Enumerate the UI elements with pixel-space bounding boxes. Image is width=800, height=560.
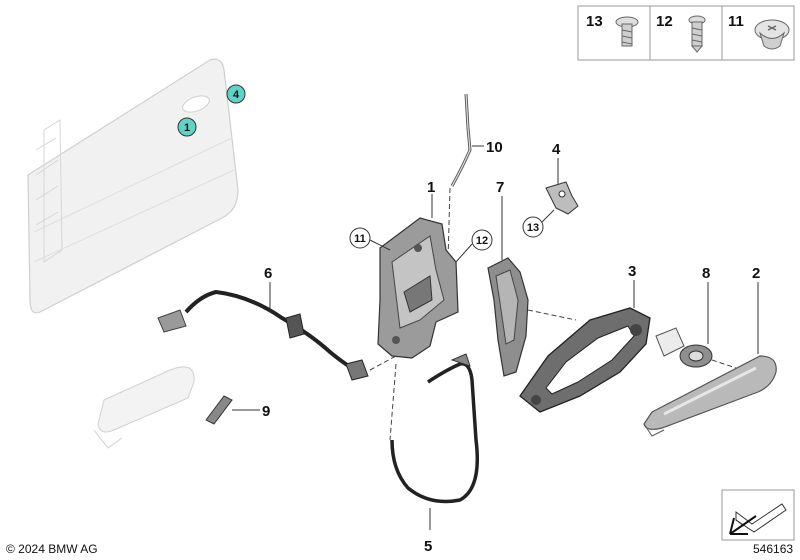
callout-8: 8 (702, 265, 710, 282)
bracket-callout-13: 13 (522, 209, 555, 238)
arrow-icon (729, 515, 757, 535)
document-id: 546163 (753, 542, 793, 556)
callout-9: 9 (262, 403, 270, 420)
svg-text:4: 4 (233, 89, 240, 101)
part-6-cable (157, 289, 397, 381)
legend-box: 13 12 11 (577, 5, 795, 61)
part-10-rod (447, 93, 472, 261)
legend-label-13: 13 (586, 13, 603, 30)
callout-4: 4 (552, 141, 561, 158)
leader-7-dashed (527, 309, 577, 321)
part-4-bracket (545, 181, 579, 215)
screw-12-icon (688, 15, 706, 53)
legend-label-11: 11 (728, 13, 744, 30)
part-3-carrier (519, 307, 651, 413)
copyright-text: © 2024 BMW AG (6, 542, 98, 556)
callout-7: 7 (496, 179, 504, 196)
door-shell (27, 58, 239, 314)
legend-label-12: 12 (656, 13, 673, 30)
door-callout-1: 1 (177, 117, 197, 137)
svg-text:12: 12 (476, 235, 488, 247)
part-9-clip (205, 395, 233, 425)
part-7-housing (487, 257, 529, 377)
svg-text:13: 13 (527, 222, 539, 234)
part-2-handle (643, 355, 777, 437)
part-8-cylinder (655, 327, 713, 368)
callout-5: 5 (424, 538, 432, 555)
callout-2: 2 (752, 265, 760, 282)
callout-10: 10 (486, 139, 503, 156)
part-5-cable (389, 353, 480, 504)
svg-text:1: 1 (184, 122, 190, 134)
lock-callout-11: 11 (349, 227, 391, 251)
part-1-lock (377, 217, 459, 359)
screw-11-icon (754, 19, 790, 50)
callout-3: 3 (628, 263, 636, 280)
door-callout-4: 4 (226, 84, 246, 104)
nav-box[interactable] (721, 489, 795, 541)
inner-handle-ghost (93, 366, 195, 449)
svg-text:11: 11 (354, 233, 366, 245)
callout-6: 6 (264, 265, 272, 282)
lock-callout-12: 12 (455, 229, 493, 263)
leader-8-dashed (711, 359, 749, 373)
callout-1: 1 (427, 179, 435, 196)
screw-13-icon (615, 16, 639, 47)
